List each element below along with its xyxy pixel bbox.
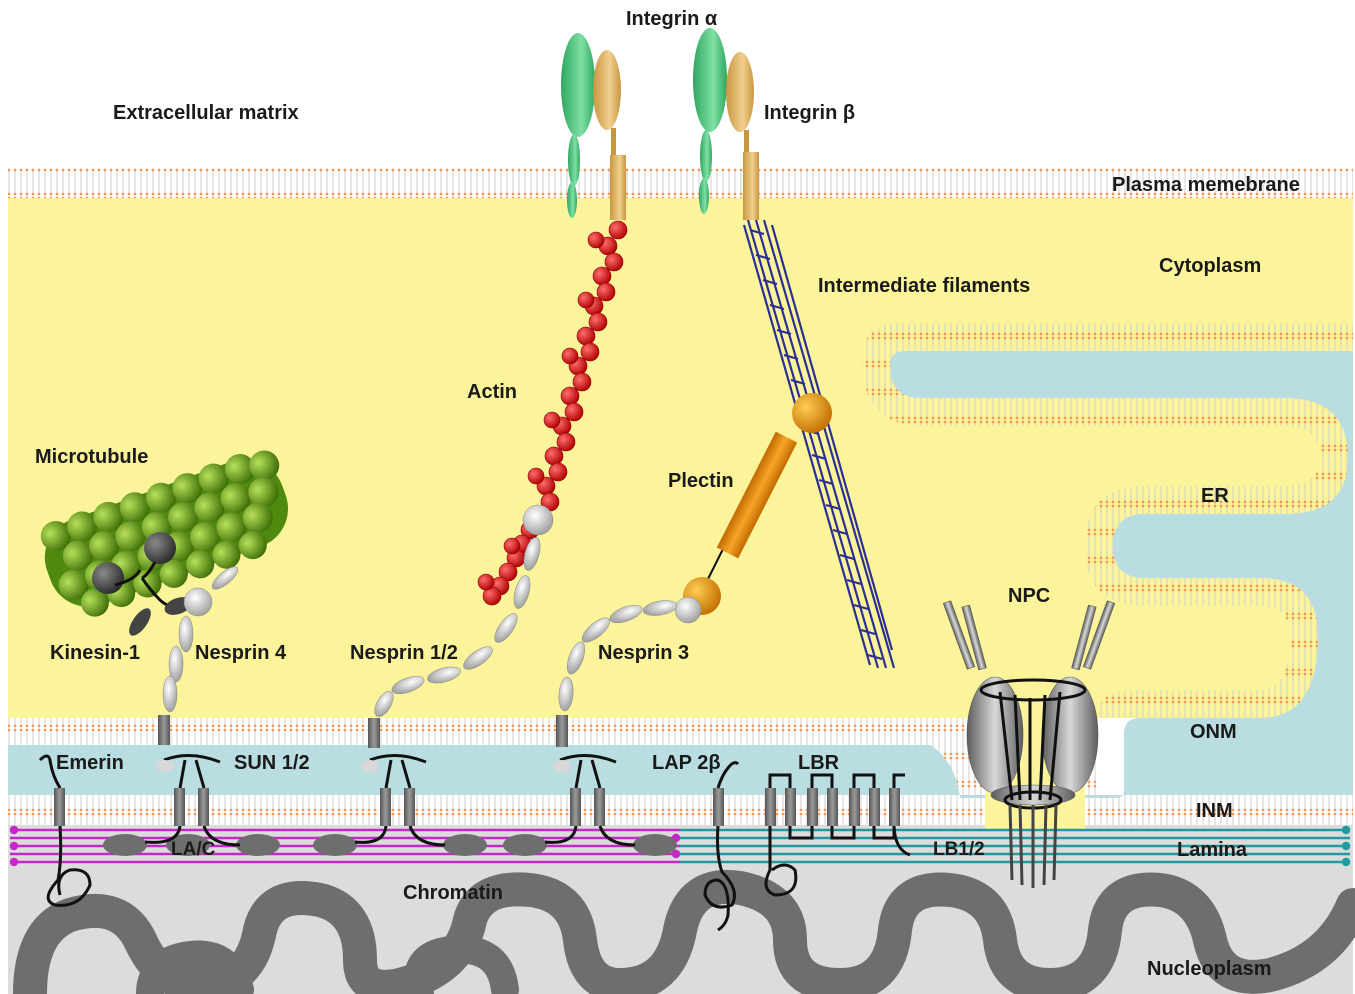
label-integrin-beta: Integrin β: [764, 103, 855, 123]
label-lamin-ac: LA/C: [171, 840, 215, 859]
label-lamina: Lamina: [1177, 840, 1247, 860]
inm-band: [8, 795, 1353, 825]
label-onm: ONM: [1190, 722, 1237, 742]
label-inm: INM: [1196, 801, 1233, 821]
label-npc: NPC: [1008, 586, 1050, 606]
label-extracellular-matrix: Extracellular matrix: [113, 103, 299, 123]
label-microtubule: Microtubule: [35, 447, 148, 467]
label-lamin-b: LB1/2: [933, 840, 985, 859]
label-sun-1-2: SUN 1/2: [234, 753, 310, 773]
label-plasma-membrane: Plasma memebrane: [1112, 175, 1300, 195]
label-plectin: Plectin: [668, 471, 734, 491]
label-integrin-alpha: Integrin α: [626, 9, 717, 29]
label-intermediate-filaments: Intermediate filaments: [818, 276, 1030, 296]
label-lap2-beta: LAP 2β: [652, 753, 721, 773]
label-nesprin-3: Nesprin 3: [598, 643, 689, 663]
label-cytoplasm: Cytoplasm: [1159, 256, 1261, 276]
label-kinesin: Kinesin-1: [50, 643, 140, 663]
label-nucleoplasm: Nucleoplasm: [1147, 959, 1271, 979]
label-chromatin: Chromatin: [403, 883, 503, 903]
label-nesprin-1-2: Nesprin 1/2: [350, 643, 458, 663]
label-emerin: Emerin: [56, 753, 124, 773]
cytoplasm-region: [8, 198, 1353, 718]
label-er: ER: [1201, 486, 1229, 506]
label-nesprin-4: Nesprin 4: [195, 643, 286, 663]
label-lbr: LBR: [798, 753, 839, 773]
label-actin: Actin: [467, 382, 517, 402]
